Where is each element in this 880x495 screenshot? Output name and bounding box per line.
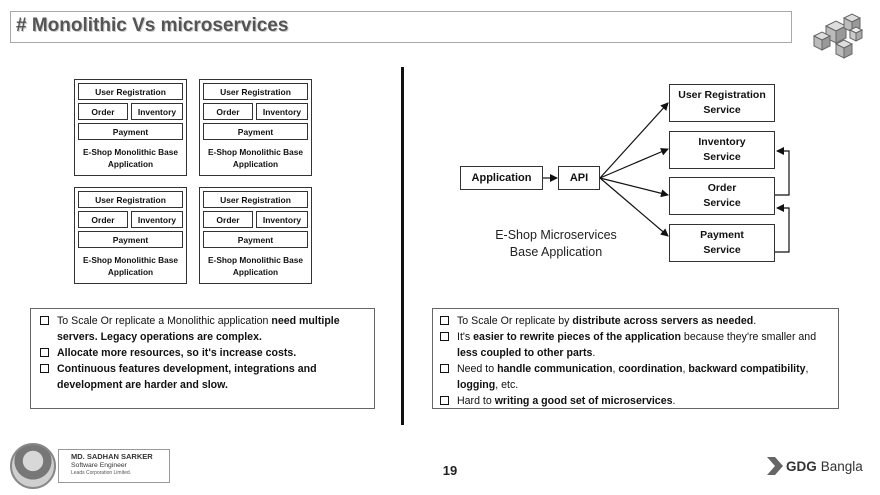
- cell-user-registration: User Registration: [78, 191, 183, 208]
- api-box: API: [558, 166, 600, 190]
- cell-inventory: Inventory: [131, 211, 183, 228]
- caption-line: E-Shop Monolithic Base: [83, 147, 178, 157]
- page-number: 19: [442, 463, 458, 478]
- monolith-caption: E-Shop Monolithic Base Application: [202, 254, 309, 278]
- author-card: MD. SADHAN SARKER Software Engineer Lead…: [10, 443, 170, 489]
- checkbox-bullet-icon: [440, 316, 449, 325]
- service-suffix: Service: [703, 104, 741, 116]
- caption-line: E-Shop Microservices: [495, 228, 617, 242]
- vertical-divider: [401, 67, 404, 425]
- cell-payment: Payment: [78, 231, 183, 248]
- monolith-block: User Registration Order Inventory Paymen…: [74, 79, 187, 176]
- caption-line: Base Application: [509, 245, 603, 259]
- cell-payment: Payment: [203, 123, 308, 140]
- gdg-chevron-icon: [767, 457, 783, 475]
- service-suffix: Service: [703, 197, 741, 209]
- service-name: Order: [707, 182, 737, 194]
- cell-user-registration: User Registration: [203, 83, 308, 100]
- note-item: It's easier to rewrite pieces of the app…: [437, 329, 832, 361]
- service-suffix: Service: [703, 244, 741, 256]
- checkbox-bullet-icon: [440, 332, 449, 341]
- cell-order: Order: [203, 103, 253, 120]
- isometric-cubes-logo-icon: [806, 8, 868, 66]
- checkbox-bullet-icon: [440, 364, 449, 373]
- caption-line: E-Shop Monolithic Base: [208, 147, 303, 157]
- application-label: Application: [471, 171, 532, 184]
- author-name: MD. SADHAN SARKER: [71, 452, 153, 461]
- cell-payment: Payment: [203, 231, 308, 248]
- arrow-api-to-inventory: [599, 148, 669, 179]
- microservices-caption: E-Shop Microservices Base Application: [488, 227, 624, 261]
- cell-user-registration: User Registration: [203, 191, 308, 208]
- checkbox-bullet-icon: [40, 364, 49, 373]
- avatar: [10, 443, 56, 489]
- checkbox-bullet-icon: [40, 316, 49, 325]
- cell-user-registration: User Registration: [78, 83, 183, 100]
- monolith-block: User Registration Order Inventory Paymen…: [199, 79, 312, 176]
- gdg-rest-text: Bangla: [820, 458, 863, 474]
- note-item: Allocate more resources, so it's increas…: [37, 345, 366, 361]
- monolith-notes-panel: To Scale Or replicate a Monolithic appli…: [30, 308, 375, 409]
- caption-line: Application: [107, 267, 154, 277]
- caption-line: Application: [232, 267, 279, 277]
- cell-order: Order: [78, 211, 128, 228]
- payment-service-box: Payment Service: [669, 224, 775, 262]
- note-item: To Scale Or replicate a Monolithic appli…: [37, 313, 366, 345]
- author-role: Software Engineer: [71, 462, 127, 469]
- note-item: Need to handle communication, coordinati…: [437, 361, 832, 393]
- caption-line: E-Shop Monolithic Base: [208, 255, 303, 265]
- cell-inventory: Inventory: [256, 103, 308, 120]
- checkbox-bullet-icon: [440, 396, 449, 405]
- monolith-block: User Registration Order Inventory Paymen…: [199, 187, 312, 284]
- service-name: Payment: [700, 229, 744, 241]
- user-registration-service-box: User Registration Service: [669, 84, 775, 122]
- caption-line: Application: [107, 159, 154, 169]
- cell-inventory: Inventory: [131, 103, 183, 120]
- title-box: [10, 11, 792, 43]
- monolith-caption: E-Shop Monolithic Base Application: [202, 146, 309, 170]
- note-item: Hard to writing a good set of microservi…: [437, 393, 832, 409]
- gdg-bold-text: GDG: [786, 458, 817, 474]
- application-box: Application: [460, 166, 543, 190]
- inventory-service-box: Inventory Service: [669, 131, 775, 169]
- author-name-box: MD. SADHAN SARKER Software Engineer Lead…: [58, 449, 170, 483]
- monolith-block: User Registration Order Inventory Paymen…: [74, 187, 187, 284]
- microservices-notes-panel: To Scale Or replicate by distribute acro…: [432, 308, 839, 409]
- order-service-box: Order Service: [669, 177, 775, 215]
- cell-order: Order: [203, 211, 253, 228]
- caption-line: E-Shop Monolithic Base: [83, 255, 178, 265]
- caption-line: Application: [232, 159, 279, 169]
- service-suffix: Service: [703, 151, 741, 163]
- arrow-api-to-payment: [599, 177, 669, 237]
- arrow-api-to-user-registration: [599, 102, 669, 179]
- arrow-api-to-order: [599, 177, 669, 198]
- service-name: Inventory: [698, 136, 746, 148]
- note-item: To Scale Or replicate by distribute acro…: [437, 313, 832, 329]
- monolith-caption: E-Shop Monolithic Base Application: [77, 254, 184, 278]
- page-title: # Monolithic Vs microservices: [16, 15, 289, 36]
- monolith-caption: E-Shop Monolithic Base Application: [77, 146, 184, 170]
- service-name: User Registration: [678, 89, 766, 101]
- arrow-order-to-inventory: [775, 147, 790, 196]
- gdg-brand: GDG Bangla: [766, 455, 863, 477]
- note-item: Continuous features development, integra…: [37, 361, 366, 393]
- checkbox-bullet-icon: [40, 348, 49, 357]
- cell-order: Order: [78, 103, 128, 120]
- cell-payment: Payment: [78, 123, 183, 140]
- cell-inventory: Inventory: [256, 211, 308, 228]
- author-company: Leads Corporation Limited.: [71, 470, 132, 476]
- arrow-payment-to-order: [775, 204, 790, 253]
- api-label: API: [569, 171, 589, 184]
